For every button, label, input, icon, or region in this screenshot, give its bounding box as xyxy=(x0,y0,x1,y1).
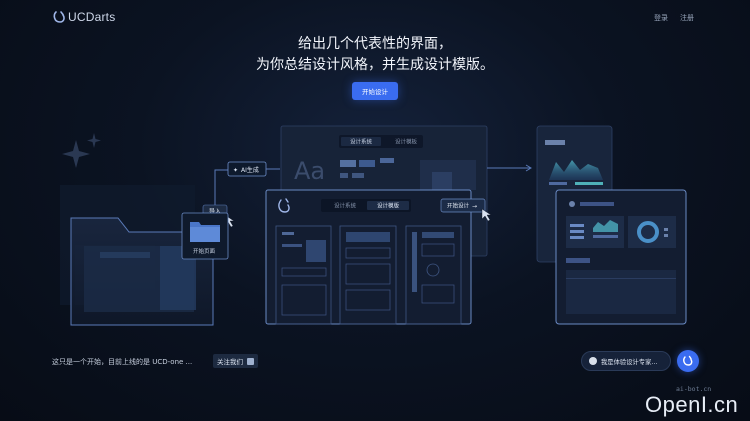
chat-placeholder: 我是体验设计专家... xyxy=(601,358,658,366)
folder-caption: 开始页面 xyxy=(193,247,216,255)
sparkle-icon xyxy=(87,133,101,148)
register-link[interactable]: 注册 xyxy=(680,14,694,22)
front-tab-template: 设计模版 xyxy=(377,202,400,210)
back-tab-system: 设计系统 xyxy=(350,138,373,146)
watermark-small: ai-bot.cn xyxy=(676,385,712,393)
aa-text: Aa xyxy=(294,157,325,185)
chat-launch-button[interactable] xyxy=(677,350,699,372)
footer-text: 这只是一个开始，目前上线的是 UCD-one ... xyxy=(52,358,193,366)
brand-mark-icon xyxy=(683,355,693,366)
mini-start-design-button xyxy=(440,198,486,213)
login-link[interactable]: 登录 xyxy=(654,14,668,22)
sparkle-icon xyxy=(62,140,90,168)
top-nav: UCDarts 登录 注册 xyxy=(0,0,750,36)
expert-chat-input[interactable]: 我是体验设计专家... xyxy=(581,351,671,371)
logo-text: UCDarts xyxy=(68,10,116,24)
cursor-icon xyxy=(481,208,492,222)
watermark-big: OpenI.cn xyxy=(645,392,739,417)
hero-title-line2: 为你总结设计风格，并生成设计模版。 xyxy=(256,57,494,73)
qrcode-icon xyxy=(247,357,254,365)
follow-us-label: 关注我们 xyxy=(217,358,243,366)
hero-title-line1: 给出几个代表性的界面， xyxy=(298,36,452,52)
brand-icon xyxy=(278,198,290,213)
import-label: 导入 xyxy=(209,209,221,216)
logo[interactable]: UCDarts xyxy=(52,10,115,24)
logo-icon xyxy=(53,11,65,23)
back-tab-template: 设计模板 xyxy=(395,138,418,146)
mini-start-design-label: 开始设计 xyxy=(447,202,470,210)
donut-chart xyxy=(637,221,659,243)
front-tab-system: 设计系统 xyxy=(334,202,357,210)
ai-tag-label: AI生成 xyxy=(241,166,259,174)
hero: 给出几个代表性的界面， 为你总结设计风格，并生成设计模版。 xyxy=(0,34,750,76)
area-chart xyxy=(549,160,603,180)
arrow-right-icon: → xyxy=(472,203,477,210)
bot-avatar-icon xyxy=(589,357,597,365)
start-design-button[interactable]: 开始设计 xyxy=(352,82,398,100)
ai-sparkle-icon: ✦ xyxy=(233,167,238,174)
follow-us-button[interactable]: 关注我们 xyxy=(213,354,258,368)
